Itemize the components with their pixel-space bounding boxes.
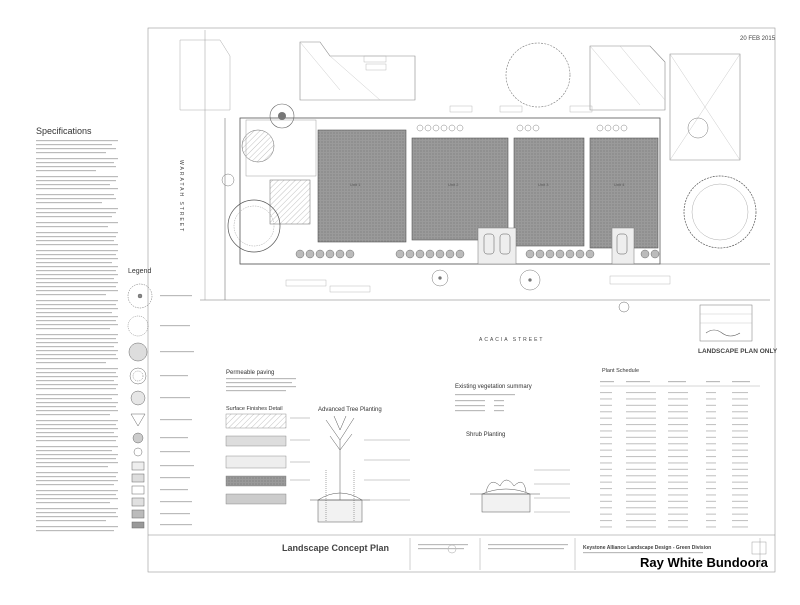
shrub-planting-detail (470, 469, 570, 513)
site-plan (179, 30, 770, 313)
waratah-street-label: WARATAH STREET (178, 160, 184, 234)
neighbour-house-1 (299, 41, 416, 101)
existing-vegetation-table (455, 394, 515, 412)
existing-tree-north (505, 42, 571, 108)
shrub-planting-heading: Shrub Planting (466, 432, 506, 438)
existing-tree-east (683, 175, 757, 249)
unit-3-label: Unit 3 (538, 182, 549, 187)
existing-vegetation-heading: Existing vegetation summary (455, 384, 532, 390)
legend-symbols (127, 283, 153, 529)
landscape-plan-only-stamp: LANDSCAPE PLAN ONLY (698, 348, 778, 355)
surface-finishes-heading: Surface Finishes Detail (226, 406, 283, 412)
legend-labels (160, 295, 194, 526)
front-shrub-row (295, 249, 660, 259)
permeable-paving-text (226, 378, 296, 392)
specifications-heading: Specifications (36, 126, 92, 136)
neighbour-house-4 (179, 39, 231, 111)
unit-4-label: Unit 4 (614, 182, 625, 187)
specifications-text-block (36, 140, 118, 532)
advanced-tree-planting-heading: Advanced Tree Planting (318, 407, 382, 413)
unit-3-footprint (513, 137, 585, 247)
drawing-title: Landscape Concept Plan (282, 543, 390, 553)
courtyard-paving (241, 129, 275, 163)
rear-shrub-row (416, 124, 628, 132)
unit-2-footprint (411, 137, 509, 241)
acacia-street-label: ACACIA STREET (479, 337, 545, 343)
firm-name: Keystone Alliance Landscape Design - Gre… (583, 545, 712, 551)
driveway-east (611, 227, 635, 265)
date-stamp: 20 FEB 2015 (740, 36, 776, 42)
agent-watermark: Ray White Bundoora (640, 555, 768, 570)
north-arrow-icon (618, 301, 630, 313)
unit-1-footprint (317, 129, 407, 243)
surface-finishes-detail (225, 413, 310, 505)
unit-1-label: Unit 1 (350, 182, 361, 187)
neighbour-house-2 (589, 45, 666, 111)
plant-schedule-heading: Plant Schedule (602, 368, 639, 374)
plant-schedule-table (600, 381, 760, 528)
driveway-central (477, 227, 517, 265)
firm-logo-icon (751, 541, 767, 555)
unit-2-label: Unit 2 (448, 182, 459, 187)
existing-tree-west (227, 199, 281, 253)
street-trees (221, 173, 541, 291)
permeable-paving-heading: Permeable paving (226, 370, 275, 376)
advanced-tree-detail (310, 415, 410, 523)
council-stamp-box (699, 304, 753, 342)
legend-heading: Legend (128, 268, 152, 275)
